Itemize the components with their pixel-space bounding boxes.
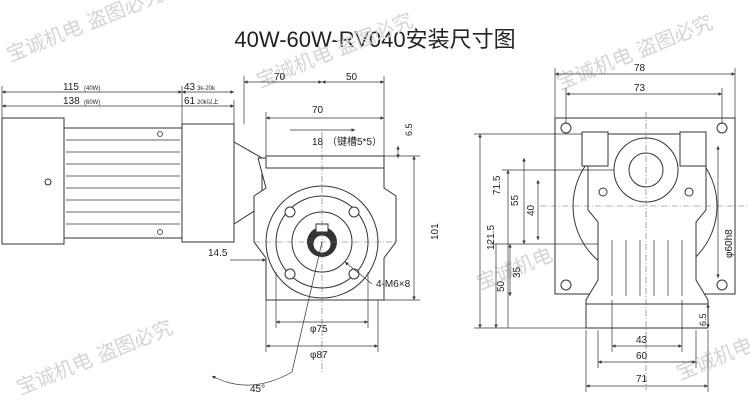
bolt-hole-bl xyxy=(284,268,296,280)
dim-115-text: 115 xyxy=(63,82,79,93)
dim-side-43-text: 43 xyxy=(636,335,648,346)
dim-75-text: φ75 xyxy=(310,324,328,335)
dim-side-6-5-text: 6.5 xyxy=(698,313,708,326)
bolt-hole-tr xyxy=(348,206,360,218)
dim-18-text: 18 xyxy=(312,137,324,148)
dim-side-73-text: 73 xyxy=(634,83,646,94)
dim-6-5-text: 6.5 xyxy=(404,123,414,136)
fin-screw-top xyxy=(157,131,163,137)
watermark-3: 宝诚机电 盗图必究 xyxy=(553,10,716,95)
dim-121-5-text: 121.5 xyxy=(486,225,497,250)
side-top-tab-left xyxy=(581,131,609,167)
gearbox-top-flange xyxy=(265,155,385,169)
corner-hole-bl xyxy=(560,279,572,291)
dim-43-text: 43 xyxy=(184,82,196,93)
motor-fin-body xyxy=(63,127,183,239)
dim-87-text: φ87 xyxy=(310,350,328,361)
corner-hole-tl xyxy=(560,122,572,134)
watermark-1: 宝诚机电 盗图必究 xyxy=(3,0,166,67)
side-top-tab-right xyxy=(679,131,707,167)
motor-housing xyxy=(1,117,65,245)
dim-61-text: 61 xyxy=(184,96,196,107)
dim-40-text: 40 xyxy=(526,204,537,216)
dim-138-note: (60W) xyxy=(84,100,100,106)
side-ribs xyxy=(611,240,683,296)
dim-55-text: 55 xyxy=(510,194,521,206)
watermark-4: 宝诚机电 盗图必究 xyxy=(13,315,176,400)
corner-hole-tr xyxy=(716,122,728,134)
motor-screw xyxy=(44,178,52,186)
side-screw-left xyxy=(598,187,608,197)
dim-line-4m6 xyxy=(344,261,373,285)
side-screw-right xyxy=(684,187,694,197)
corner-hole-br xyxy=(716,279,728,291)
motor-fins xyxy=(66,139,180,225)
dim-50-top-text: 50 xyxy=(346,72,358,83)
dim-70-top-text: 70 xyxy=(274,72,286,83)
fin-screw-bottom xyxy=(157,229,163,235)
front-view: 115 (40W) 138 (60W) 43 3k-20k 61 20k以上 7… xyxy=(1,72,441,395)
dim-side-71-text: 71 xyxy=(636,374,648,385)
side-view: 78 73 121.5 71.5 55 40 35 50 φ60h8 6.5 4… xyxy=(474,63,748,392)
dim-101-text: 101 xyxy=(430,223,441,240)
dim-side-78-text: 78 xyxy=(634,63,646,74)
dim-key-text: （键槽5*5） xyxy=(327,135,382,148)
dim-side-60-text: 60 xyxy=(636,351,648,362)
dim-14-5-text: 14.5 xyxy=(208,248,228,259)
dim-70-mid-text: 70 xyxy=(312,105,324,116)
side-base-plate xyxy=(585,303,709,329)
dim-71-5-text: 71.5 xyxy=(492,175,503,195)
angle-arc-45 xyxy=(211,371,293,386)
dim-115-note: (40W) xyxy=(84,86,100,92)
motor-flange xyxy=(181,123,235,243)
dim-43-note: 3k-20k xyxy=(197,86,216,92)
dim-61-note: 20k以上 xyxy=(197,98,219,106)
angle-ref-line xyxy=(291,241,323,373)
dim-4m6-text: 4-M6×8 xyxy=(376,279,411,290)
dim-35-text: 35 xyxy=(512,266,523,278)
dim-60h8-text: φ60h8 xyxy=(724,229,735,258)
page-title: 40W-60W-RV040安装尺寸图 xyxy=(234,27,516,52)
dim-side-50-text: 50 xyxy=(496,280,507,292)
dim-45-text: 45° xyxy=(250,384,265,395)
bolt-hole-tl xyxy=(284,206,296,218)
dim-138-text: 138 xyxy=(63,96,80,107)
bolt-hole-br xyxy=(348,268,360,280)
